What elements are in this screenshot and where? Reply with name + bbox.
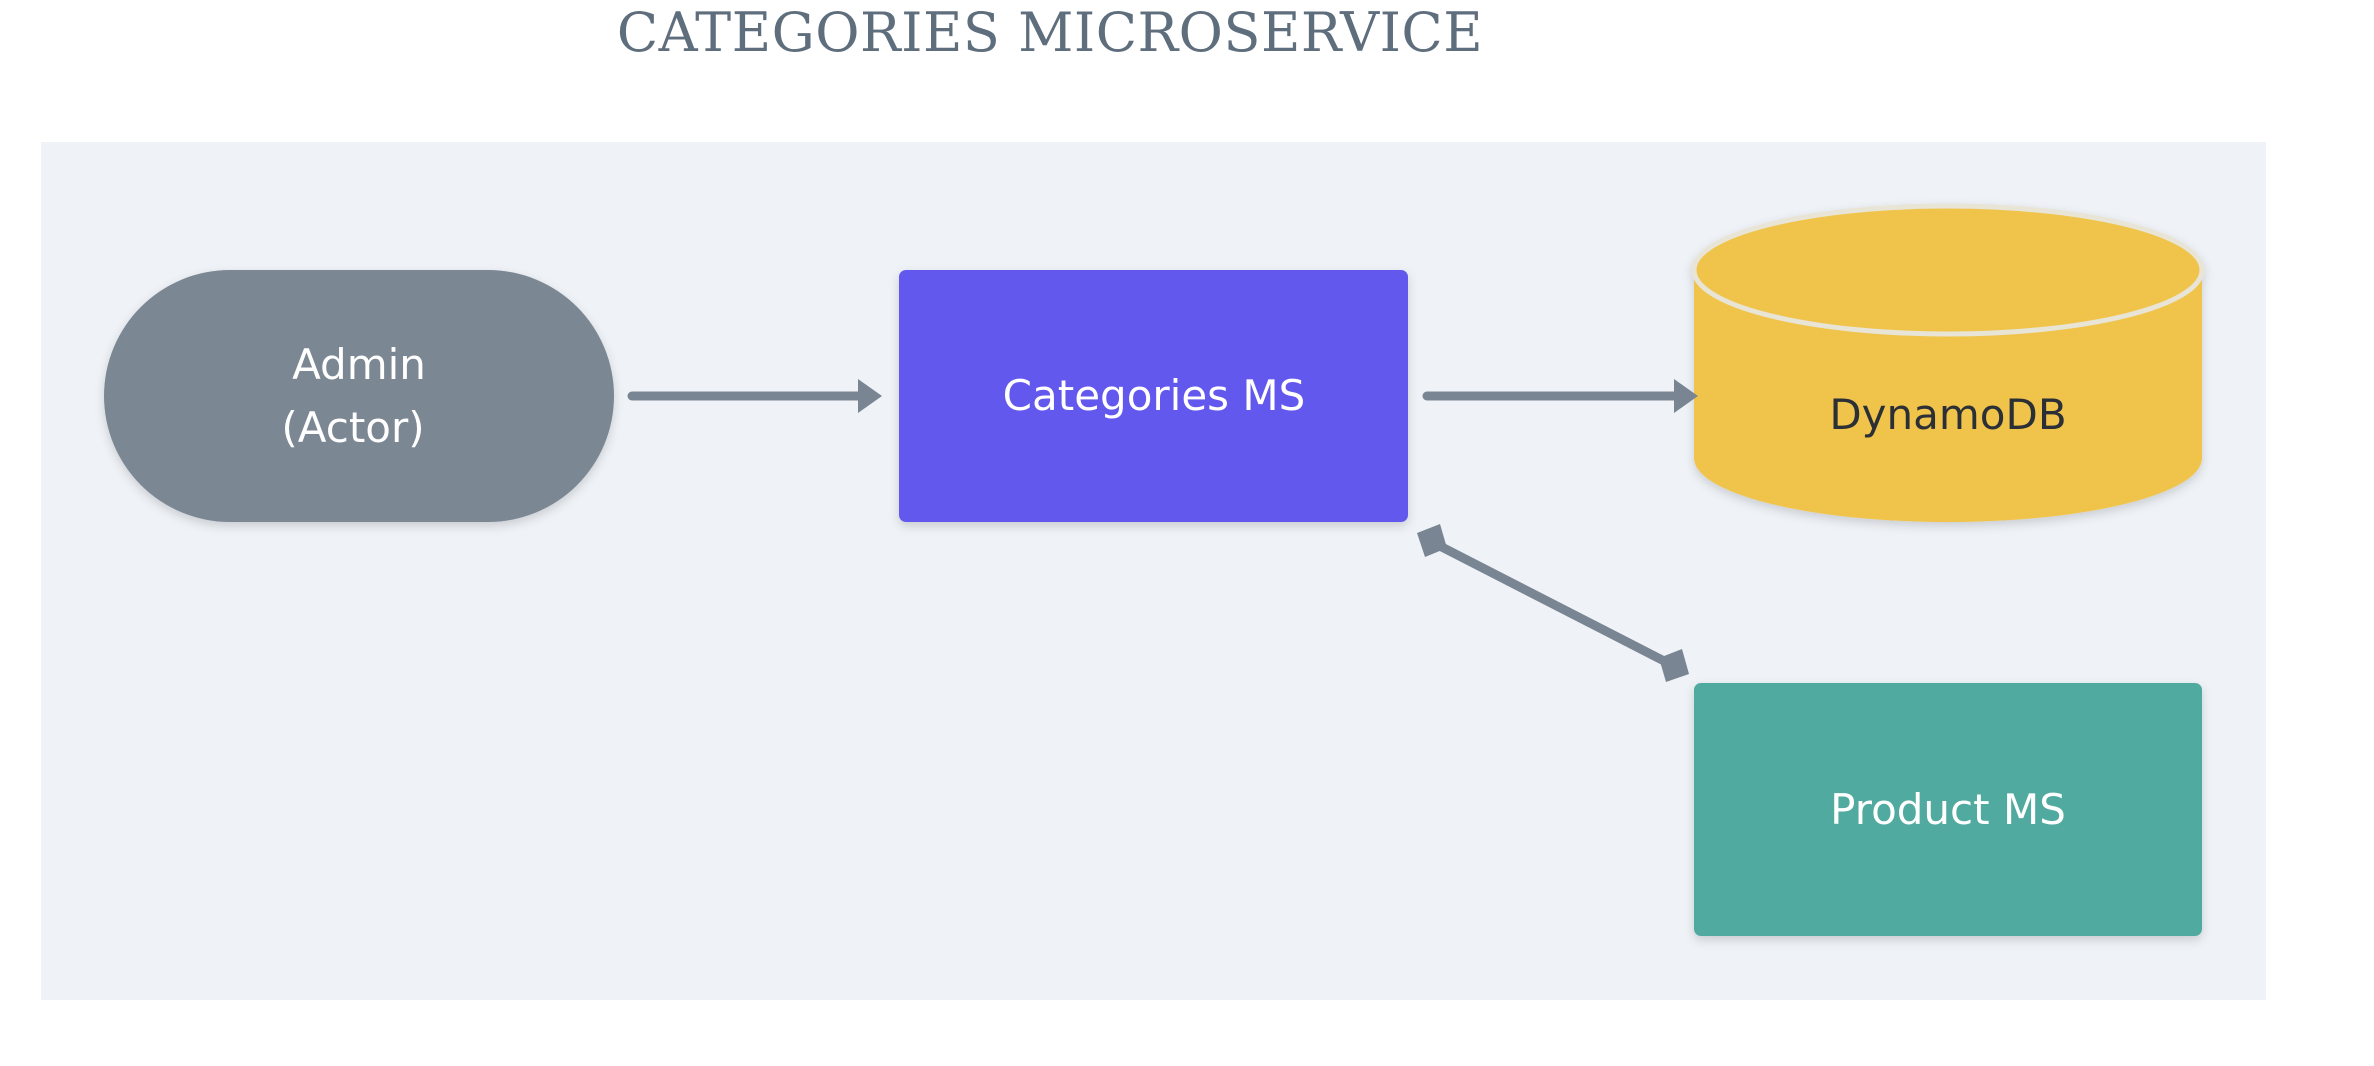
- diamond-end-icon: [1417, 524, 1447, 557]
- dynamodb-label: DynamoDB: [1829, 390, 2066, 439]
- categories-ms-shape: [899, 270, 1408, 522]
- categories-ms-label: Categories MS: [1003, 371, 1306, 420]
- connector-categories-to-product: [1417, 524, 1689, 682]
- admin-actor-label-line2: (Actor): [281, 403, 424, 452]
- product-ms-label: Product MS: [1830, 785, 2066, 834]
- arrowhead-icon: [1674, 379, 1698, 413]
- diagram-title: CATEGORIES MICROSERVICE: [616, 1, 1484, 64]
- connector-categories-to-dynamodb: [1422, 379, 1698, 413]
- admin-actor-node[interactable]: [104, 270, 614, 522]
- product-ms-shape: [1694, 683, 2202, 936]
- dynamodb-node[interactable]: [1691, 203, 2205, 522]
- admin-actor-label-line1: Admin: [292, 340, 426, 389]
- diamond-end-icon: [1659, 649, 1689, 682]
- connector-categories-to-product-line: [1429, 538, 1675, 669]
- arrowhead-icon: [858, 379, 882, 413]
- admin-actor-shape: [104, 270, 614, 522]
- connector-admin-to-categories: [627, 379, 882, 413]
- categories-ms-node[interactable]: [899, 270, 1408, 522]
- dynamodb-cylinder-top: [1691, 203, 2205, 337]
- dynamodb-cylinder-body: [1694, 270, 2202, 522]
- product-ms-node[interactable]: [1694, 683, 2202, 936]
